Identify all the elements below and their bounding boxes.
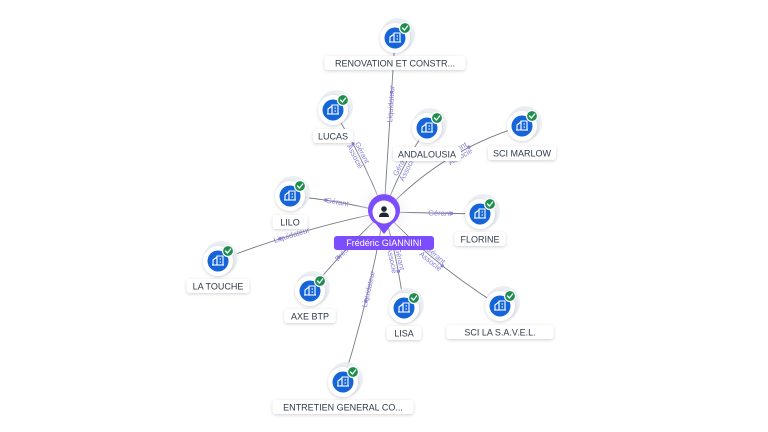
check-mark — [410, 295, 418, 301]
company-name: ANDALOUSIA — [398, 150, 456, 160]
node-label-background — [454, 232, 506, 246]
company-node-lisa[interactable]: LISA — [386, 288, 424, 340]
check-icon — [293, 179, 307, 193]
building-icon — [516, 120, 528, 131]
edge-arrow-entretien — [364, 299, 368, 303]
edge-arrow-sci-la-savel — [440, 264, 444, 268]
building-icon — [494, 300, 506, 311]
company-name: RENOVATION ET CONSTR... — [335, 59, 455, 69]
company-node-sci-la-savel[interactable]: SCI LA S.A.V.E.L. — [446, 286, 554, 339]
edge-arrow-lisa — [396, 269, 401, 273]
check-mark — [349, 369, 357, 375]
node-label-background — [284, 309, 336, 323]
check-icon — [398, 21, 412, 35]
check-icon — [430, 111, 444, 125]
edge-arrow-la-touche — [278, 237, 282, 241]
check-mark — [339, 97, 347, 103]
edge-arrow-lucas — [351, 142, 355, 146]
building-icon — [474, 208, 486, 219]
edge-arrow-sci-marlow — [467, 145, 471, 149]
check-icon — [503, 289, 517, 303]
building-icon — [398, 302, 410, 313]
center-label-background — [333, 236, 435, 250]
company-node-lilo[interactable]: LILO — [272, 176, 310, 229]
node-label-background — [313, 129, 353, 143]
building-icon — [327, 104, 339, 115]
nodes-layer: RENOVATION ET CONSTR... LUCAS ANDALOUSIA SC… — [186, 18, 556, 414]
company-node-renovation[interactable]: RENOVATION ET CONSTR... — [324, 18, 466, 70]
check-mark — [316, 278, 324, 284]
edge-label-florine: Gérant — [428, 208, 452, 217]
person-icon — [379, 206, 389, 217]
edge-label-renovation: Liquidateur — [385, 85, 396, 123]
person-name: Frédéric GIANNINI — [346, 238, 422, 248]
company-node-la-touche[interactable]: LA TOUCHE — [186, 241, 250, 293]
edge-arrow-renovation — [389, 90, 394, 94]
check-icon — [336, 93, 350, 107]
company-name: SCI MARLOW — [493, 149, 552, 159]
building-icon — [389, 32, 401, 43]
check-mark — [433, 115, 441, 121]
company-name: ENTRETIEN GENERAL CO... — [283, 403, 403, 413]
company-name: LA TOUCHE — [193, 282, 244, 292]
node-label-background — [272, 400, 414, 414]
company-name: SCI LA S.A.V.E.L. — [464, 328, 535, 338]
check-icon — [313, 274, 327, 288]
check-icon — [407, 291, 421, 305]
check-mark — [296, 183, 304, 189]
company-name: AXE BTP — [291, 312, 329, 322]
company-name: FLORINE — [460, 235, 499, 245]
building-icon — [212, 255, 224, 266]
node-label-background — [186, 279, 250, 293]
company-name: LUCAS — [318, 132, 348, 142]
check-mark — [486, 201, 494, 207]
company-node-sci-marlow[interactable]: SCI MARLOW — [488, 106, 556, 160]
edge-arrow-lilo — [323, 198, 328, 202]
edge-arrow-axe-btp — [337, 255, 341, 259]
building-icon — [337, 376, 349, 387]
node-label-background — [393, 147, 461, 161]
check-icon — [525, 109, 539, 123]
node-label-background — [488, 146, 556, 160]
building-icon — [304, 285, 316, 296]
edge-label-entretien: Liquidateur — [360, 270, 377, 309]
person-icon-background — [372, 200, 396, 224]
building-icon — [284, 190, 296, 201]
company-node-entretien[interactable]: ENTRETIEN GENERAL CO... — [272, 362, 414, 414]
node-label-background — [446, 325, 554, 339]
node-label-background — [324, 56, 466, 70]
check-icon — [221, 244, 235, 258]
check-mark — [528, 113, 536, 119]
check-mark — [506, 293, 514, 299]
node-label-background — [386, 326, 422, 340]
edge-label-lilo: Gérant — [325, 196, 350, 209]
center-person-node[interactable]: Frédéric GIANNINI — [333, 182, 435, 250]
company-node-andalousia[interactable]: ANDALOUSIA — [393, 108, 461, 161]
check-icon — [483, 197, 497, 211]
edge-arrow-florine — [450, 211, 454, 216]
check-mark — [224, 248, 232, 254]
company-node-florine[interactable]: FLORINE — [454, 194, 506, 246]
check-mark — [401, 25, 409, 31]
check-icon — [346, 365, 360, 379]
building-icon — [421, 122, 433, 133]
company-node-lucas[interactable]: LUCAS — [313, 90, 353, 143]
company-name: LISA — [394, 329, 414, 339]
node-label-background — [272, 215, 308, 229]
company-node-axe-btp[interactable]: AXE BTP — [284, 271, 336, 323]
company-name: LILO — [280, 218, 300, 228]
